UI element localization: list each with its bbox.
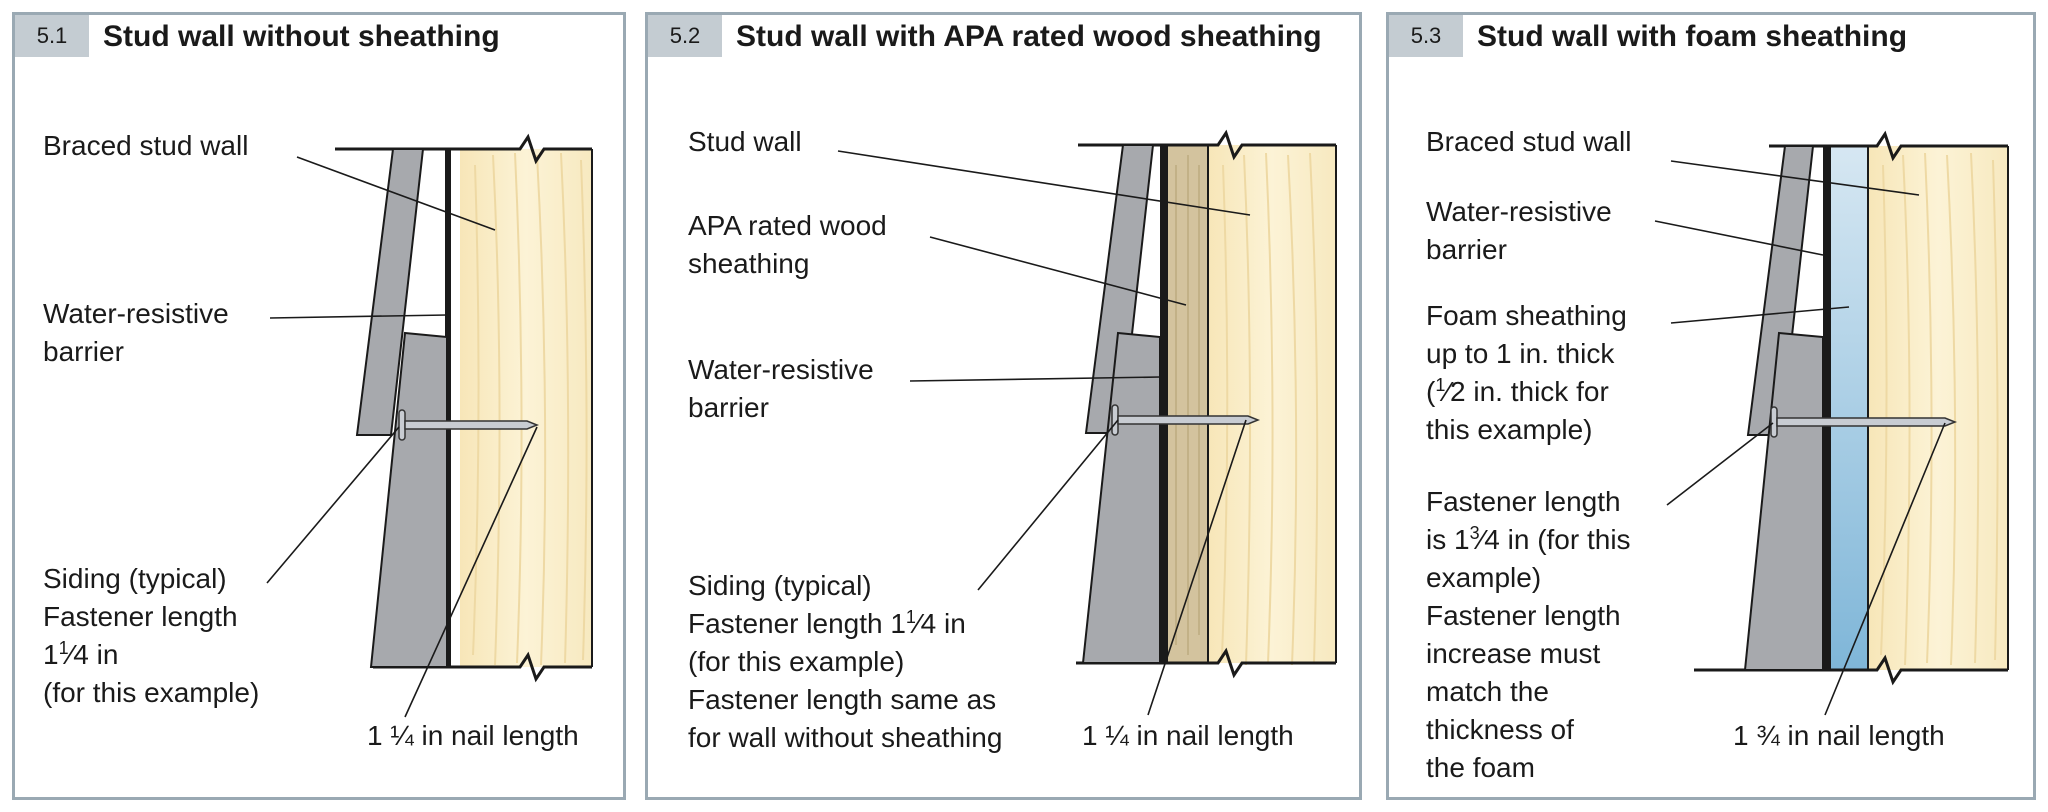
label-fastener-increase-3: match the (1426, 676, 1549, 707)
panel-header: 5.2 Stud wall with APA rated wood sheath… (648, 15, 1322, 59)
label-foam-thickness: up to 1 in. thick (1426, 338, 1615, 369)
label-fastener-length-value: is 13⁄4 in (for this (1426, 523, 1631, 555)
leader-lines (1654, 160, 1946, 716)
label-nail-length: 1 ¼ in nail length (367, 720, 579, 751)
leader-lines (266, 156, 538, 718)
label-fastener-increase-5: the foam (1426, 752, 1535, 783)
label-nail-length: 1 ¾ in nail length (1733, 720, 1945, 751)
panel-stud-wall-with-wood-sheathing: 5.2 Stud wall with APA rated wood sheath… (645, 12, 1362, 800)
siding (1743, 145, 1824, 671)
top-break-line (1078, 129, 1336, 161)
label-water-resistive-barrier: Water-resistive (43, 298, 229, 329)
stud-wall (1868, 146, 2009, 670)
stud-wall (460, 149, 593, 667)
label-fastener-same-line2: for wall without sheathing (688, 722, 1003, 753)
fraction-numerator: 1 (1435, 375, 1446, 395)
fraction-whole: 1 (43, 639, 59, 670)
fastener-text: Fastener length 1 (688, 608, 906, 639)
fraction-numerator: 1 (905, 607, 916, 627)
label-water-resistive-barrier: Water-resistive (688, 354, 874, 385)
wall-section-diagram (837, 129, 1337, 716)
label-apa-wood-sheathing: APA rated wood (688, 210, 887, 241)
wall-section-diagram (266, 133, 593, 718)
leader-lines (837, 150, 1251, 716)
label-braced-stud-wall: Braced stud wall (1426, 126, 1632, 157)
label-water-resistive-barrier-line2: barrier (688, 392, 769, 423)
fastener-text: is 1 (1426, 524, 1470, 555)
wall-section-diagram (1654, 130, 2009, 716)
fraction-denominator: 4 in (73, 639, 119, 670)
label-fastener-length-value: 11⁄4 in (43, 638, 119, 670)
panel-number: 5.3 (1389, 15, 1465, 59)
fraction-numerator: 1 (58, 638, 69, 658)
label-water-resistive-barrier-line2: barrier (1426, 234, 1507, 265)
wood-sheathing (1166, 144, 1209, 664)
water-resistive-barrier (1160, 145, 1166, 663)
panel-stud-wall-without-sheathing: 5.1 Stud wall without sheathing (12, 12, 626, 800)
panel-header: 5.3 Stud wall with foam sheathing (1389, 15, 1907, 59)
bottom-break-line (373, 651, 592, 683)
label-fastener-length: Fastener length (1426, 486, 1621, 517)
panel-header: 5.1 Stud wall without sheathing (15, 15, 500, 59)
label-siding: Siding (typical) (688, 570, 872, 601)
label-foam-example-line2: this example) (1426, 414, 1593, 445)
siding (1081, 144, 1161, 664)
label-fastener-length-value: Fastener length 11⁄4 in (688, 607, 966, 639)
label-water-resistive-barrier-line2: barrier (43, 336, 124, 367)
label-fastener-example: example) (1426, 562, 1542, 593)
label-foam-example-thickness: (1⁄2 in. thick for (1426, 375, 1609, 407)
label-siding: Siding (typical) (43, 563, 227, 594)
label-fastener-increase-1: Fastener length (1426, 600, 1621, 631)
nail (1111, 404, 1261, 436)
panel-title: Stud wall without sheathing (103, 20, 500, 53)
nail (398, 409, 540, 441)
top-break-line (1769, 130, 2008, 162)
panel-number: 5.2 (648, 15, 724, 59)
label-fastener-same: Fastener length same as (688, 684, 997, 715)
label-apa-wood-sheathing-line2: sheathing (688, 248, 810, 279)
panel-number: 5.1 (15, 15, 91, 59)
label-water-resistive-barrier: Water-resistive (1426, 196, 1612, 227)
label-stud-wall: Stud wall (688, 126, 802, 157)
top-break-line (335, 133, 592, 165)
fraction-denominator: 4 in (for this (1484, 524, 1631, 555)
label-fastener-increase-2: increase must (1426, 638, 1601, 669)
label-braced-stud-wall: Braced stud wall (43, 130, 249, 161)
nail (1770, 406, 1958, 438)
stud-wall (1208, 145, 1337, 666)
label-nail-length: 1 ¼ in nail length (1082, 720, 1294, 751)
water-resistive-barrier (1823, 146, 1829, 670)
panel-stud-wall-with-foam-sheathing: 5.3 Stud wall with foam sheathing (1386, 12, 2036, 800)
label-fastener-increase-4: thickness of (1426, 714, 1574, 745)
bottom-break-line (1694, 654, 2008, 686)
panel-title: Stud wall with APA rated wood sheathing (736, 20, 1322, 53)
label-foam-sheathing: Foam sheathing (1426, 300, 1627, 331)
bottom-break-line (1076, 647, 1336, 679)
label-for-this-example: (for this example) (43, 677, 260, 708)
fraction-denominator: 2 in. thick for (1450, 376, 1609, 407)
label-for-this-example: (for this example) (688, 646, 905, 677)
fraction-denominator: 4 in (920, 608, 966, 639)
foam-sheathing (1829, 145, 1869, 671)
panel-title: Stud wall with foam sheathing (1477, 20, 1908, 53)
fraction-numerator: 3 (1469, 523, 1480, 543)
open-paren: ( (1426, 376, 1436, 407)
siding (355, 148, 448, 668)
label-fastener-length: Fastener length (43, 601, 238, 632)
